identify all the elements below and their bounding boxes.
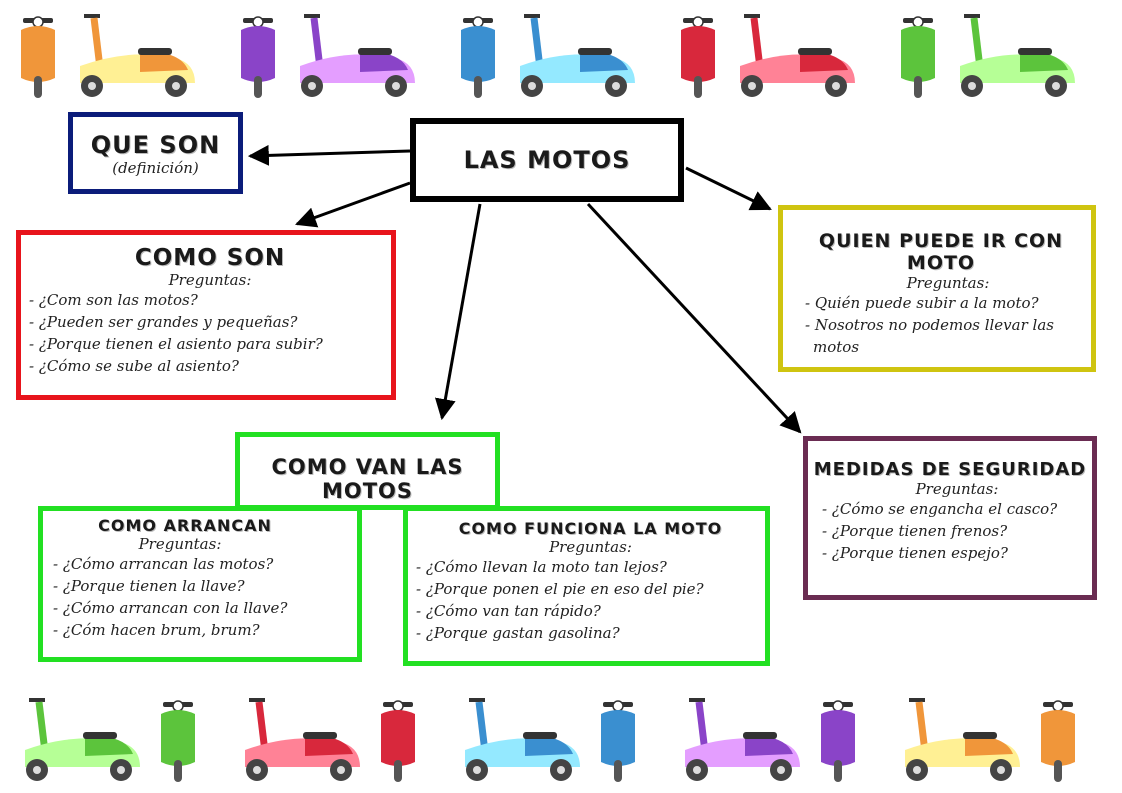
quien-title: QUIEN PUEDE IR CON MOTO <box>818 230 1064 274</box>
seguridad-questions: - ¿Cómo se engancha el casco? - ¿Porque … <box>822 498 1092 564</box>
scooter-side-icon <box>905 698 1020 781</box>
scooter-front-icon <box>901 16 935 98</box>
scooter-side-icon <box>520 14 635 97</box>
scooter-front-icon <box>381 700 415 782</box>
funciona-subtitle: Preguntas: <box>549 538 632 556</box>
funciona-title: COMO FUNCIONA LA MOTO <box>458 519 723 538</box>
como-son-subtitle: Preguntas: <box>168 271 252 289</box>
arrancan-node: COMO ARRANCAN Preguntas: - ¿Cómo arranca… <box>38 506 362 662</box>
question-item: - ¿Cómo arrancan las motos? <box>53 555 274 573</box>
arrow-to-como-son <box>295 181 411 228</box>
question-item: - ¿Porque tienen la llave? <box>53 577 245 595</box>
arrow-to-seguridad <box>586 202 802 434</box>
question-item: - ¿Pueden ser grandes y pequeñas? <box>29 313 298 331</box>
arrancan-questions: - ¿Cómo arrancan las motos? - ¿Porque ti… <box>53 553 357 641</box>
arrow-to-que-son <box>247 144 411 166</box>
como-son-questions: - ¿Com son las motos? - ¿Pueden ser gran… <box>29 289 391 377</box>
question-item: - ¿Porque tienen espejo? <box>822 544 1008 562</box>
question-item: - ¿Cómo llevan la moto tan lejos? <box>416 558 667 576</box>
question-item: - ¿Cómo se sube al asiento? <box>29 357 239 375</box>
seguridad-title: MEDIDAS DE SEGURIDAD <box>813 459 1087 480</box>
que-son-node: QUE SON (definición) <box>68 112 243 194</box>
question-item: - ¿Porque tienen el asiento para subir? <box>29 335 323 353</box>
como-son-title: COMO SON <box>134 245 286 271</box>
scooter-side-icon <box>465 698 580 781</box>
scooter-side-icon <box>960 14 1075 97</box>
question-item: - Nosotros no podemos llevar las <box>805 316 1054 334</box>
scooter-side-icon <box>25 698 140 781</box>
quien-subtitle: Preguntas: <box>906 274 990 292</box>
question-item: - ¿Porque ponen el pie en eso del pie? <box>416 580 704 598</box>
seguridad-node: MEDIDAS DE SEGURIDAD Preguntas: - ¿Cómo … <box>803 436 1097 600</box>
scooter-border-top <box>21 14 1075 98</box>
question-item: - ¿Cómo van tan rápido? <box>416 602 601 620</box>
como-son-node: COMO SON Preguntas: - ¿Com son las motos… <box>16 230 396 400</box>
como-van-node: COMO VAN LAS MOTOS <box>235 432 500 510</box>
quien-questions: - Quién puede subir a la moto? - Nosotro… <box>805 292 1091 358</box>
scooter-front-icon <box>161 700 195 782</box>
scooter-front-icon <box>821 700 855 782</box>
scooter-front-icon <box>601 700 635 782</box>
scooter-front-icon <box>1041 700 1075 782</box>
scooter-side-icon <box>685 698 800 781</box>
que-son-subtitle: (definición) <box>112 159 199 177</box>
question-item: - ¿Porque tienen frenos? <box>822 522 1008 540</box>
scooter-side-icon <box>245 698 360 781</box>
que-son-title: QUE SON <box>90 131 221 159</box>
question-item: - ¿Cóm hacen brum, brum? <box>53 621 260 639</box>
question-item: - ¿Cómo se engancha el casco? <box>822 500 1058 518</box>
center-title: LAS MOTOS <box>463 146 631 174</box>
seguridad-subtitle: Preguntas: <box>915 480 999 498</box>
scooter-front-icon <box>21 16 55 98</box>
scooter-front-icon <box>241 16 275 98</box>
question-item: - ¿Cómo arrancan con la llave? <box>53 599 288 617</box>
arrow-to-quien <box>685 166 772 211</box>
arrancan-title: COMO ARRANCAN <box>98 516 272 535</box>
quien-node: QUIEN PUEDE IR CON MOTO Preguntas: - Qui… <box>778 205 1096 372</box>
question-item: - ¿Com son las motos? <box>29 291 198 309</box>
scooter-side-icon <box>740 14 855 97</box>
center-node: LAS MOTOS <box>410 118 684 202</box>
question-item: - ¿Porque gastan gasolina? <box>416 624 620 642</box>
scooter-border-bottom <box>25 698 1075 782</box>
scooter-front-icon <box>461 16 495 98</box>
scooter-side-icon <box>300 14 415 97</box>
scooter-side-icon <box>80 14 195 97</box>
funciona-questions: - ¿Cómo llevan la moto tan lejos? - ¿Por… <box>416 556 765 644</box>
scooter-front-icon <box>681 16 715 98</box>
funciona-node: COMO FUNCIONA LA MOTO Preguntas: - ¿Cómo… <box>403 506 770 666</box>
arrancan-subtitle: Preguntas: <box>138 535 222 553</box>
arrow-to-como-van <box>434 203 482 421</box>
como-van-title: COMO VAN LAS MOTOS <box>271 455 464 503</box>
question-item: - Quién puede subir a la moto? <box>805 294 1039 312</box>
question-item: motos <box>813 338 860 356</box>
